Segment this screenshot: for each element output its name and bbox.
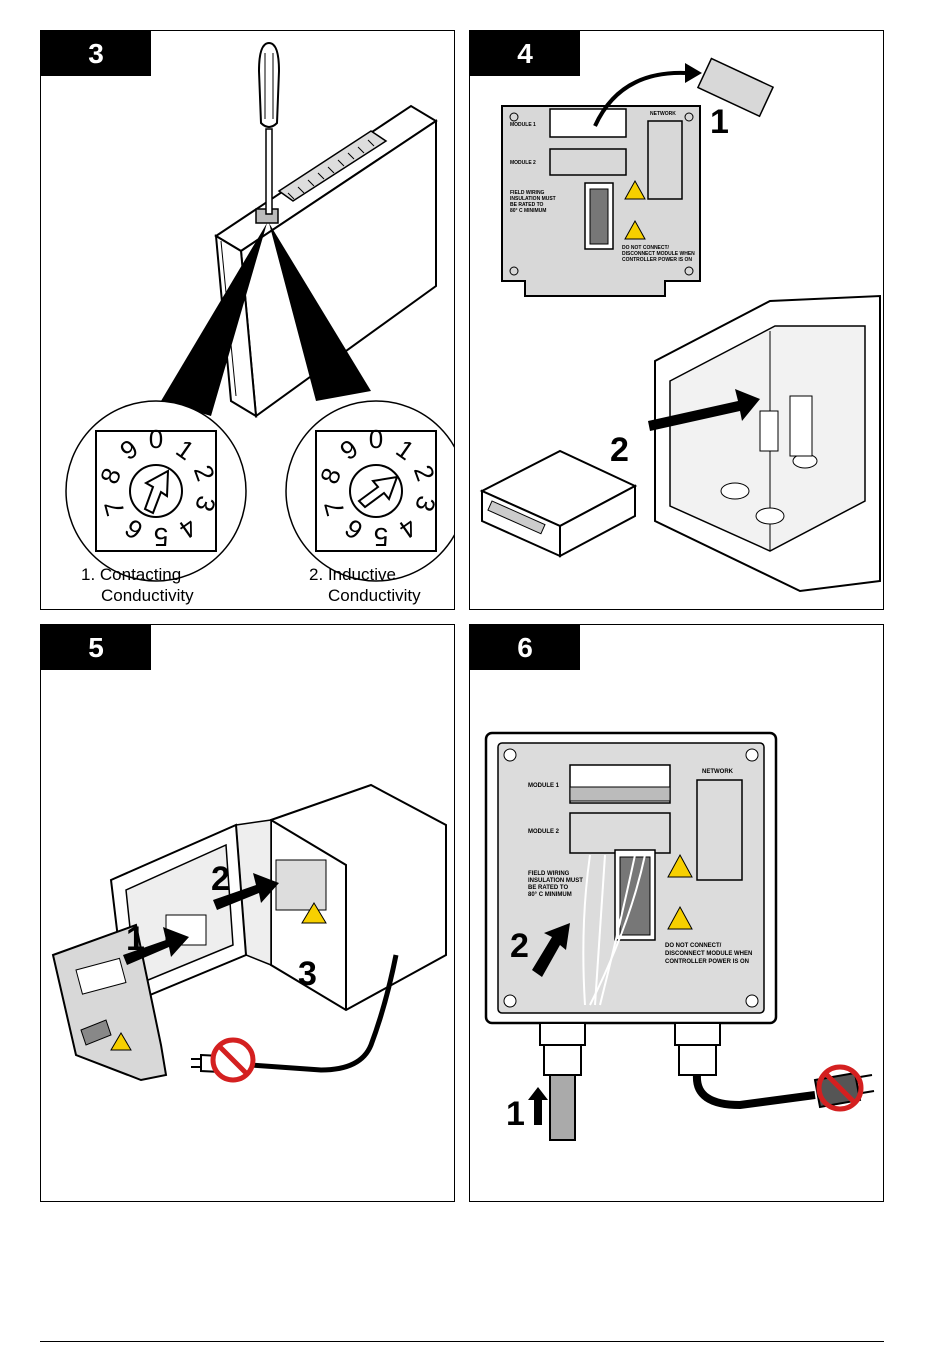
- footer-rule: [40, 1341, 884, 1342]
- field-wiring-note: FIELD WIRING: [528, 871, 570, 877]
- dial-digit: 0: [369, 424, 383, 454]
- field-wiring-note: BE RATED TO: [528, 885, 568, 891]
- no-power-plug-icon: [210, 1037, 256, 1083]
- callout-2: 2: [211, 860, 230, 898]
- module1-label: MODULE 1: [510, 122, 536, 128]
- module2-label: MODULE 2: [510, 160, 536, 166]
- caution-warning-icon: [624, 219, 646, 240]
- conductivity-module: [479, 449, 638, 558]
- dial-digit: 5: [374, 522, 388, 552]
- step-3-panel: 3: [40, 30, 455, 610]
- step-6-number: 6: [470, 625, 580, 670]
- step-5-number: 5: [41, 625, 151, 670]
- module-cover-plate: MODULE 1 MODULE 2 NETWORK FIELD WIRING I…: [501, 105, 701, 297]
- caption-line: 1. Contacting: [81, 565, 182, 584]
- warning-note: DISCONNECT MODULE WHEN: [665, 951, 752, 957]
- step-6-illustration: MODULE 1 MODULE 2 NETWORK FIELD WIRING I…: [484, 731, 875, 1141]
- step-5-illustration: 1 2 3: [51, 783, 447, 1083]
- warning-note: CONTROLLER POWER IS ON: [622, 257, 692, 263]
- controller-enclosure: [654, 294, 881, 593]
- high-voltage-warning-icon: [667, 853, 693, 878]
- caption-line: 2. Inductive: [309, 565, 396, 584]
- no-power-plug-icon: [816, 1064, 864, 1112]
- step-3-number: 3: [41, 31, 151, 76]
- rotary-switch-contacting: 0 1 2 3 4 5 6 7 8 9: [65, 400, 247, 582]
- module-panel: MODULE 1 MODULE 2 NETWORK FIELD WIRING I…: [484, 731, 778, 1025]
- warning-note: DO NOT CONNECT/: [622, 245, 670, 251]
- callout-1: 1: [126, 920, 145, 958]
- module-cover-plate: [51, 923, 168, 1082]
- dial-digit: 5: [154, 522, 168, 552]
- warning-note: DISCONNECT MODULE WHEN: [622, 251, 695, 257]
- warning-note: CONTROLLER POWER IS ON: [665, 959, 749, 965]
- field-wiring-note: 80° C MINIMUM: [528, 892, 572, 898]
- step-4-number: 4: [470, 31, 580, 76]
- field-wiring-note: FIELD WIRING: [510, 190, 545, 196]
- field-wiring-note: BE RATED TO: [510, 202, 544, 208]
- step-3-illustration: 0 1 2 3 4 5 6 7 8 9 0 1 2 3 4: [65, 41, 454, 582]
- caption-contacting: 1. Contacting Conductivity: [81, 564, 194, 606]
- field-wiring-note: 80° C MINIMUM: [510, 208, 546, 214]
- module1-label: MODULE 1: [528, 783, 560, 789]
- rotary-switch-inductive: 0 1 2 3 4 5 6 7 8 9: [285, 400, 454, 582]
- callout-3: 3: [298, 955, 317, 993]
- callout-2: 2: [610, 431, 629, 469]
- caption-inductive: 2. Inductive Conductivity: [309, 564, 421, 606]
- dial-digit: 0: [149, 424, 163, 454]
- warning-note: DO NOT CONNECT/: [665, 943, 722, 949]
- caution-warning-icon: [667, 905, 693, 930]
- step-4-illustration: MODULE 1 MODULE 2 NETWORK FIELD WIRING I…: [479, 57, 881, 593]
- network-label: NETWORK: [650, 111, 676, 117]
- controller-enclosure: [235, 783, 447, 1012]
- blank-plate: [696, 57, 775, 118]
- step-4-panel: 4 MODULE 1 MODULE 2 NETWORK FIELD WIRING…: [469, 30, 884, 610]
- step-6-panel: 6 MODULE 1 MODULE 2 NETWORK FIELD WIRING…: [469, 624, 884, 1202]
- high-voltage-warning-icon: [624, 179, 646, 200]
- network-label: NETWORK: [702, 769, 734, 775]
- caption-line: Conductivity: [101, 586, 194, 605]
- module2-label: MODULE 2: [528, 829, 560, 835]
- screwdriver-icon: [257, 41, 281, 215]
- field-wiring-note: INSULATION MUST: [510, 196, 556, 202]
- step-5-panel: 5 1 2 3: [40, 624, 455, 1202]
- callout-2: 2: [510, 927, 529, 965]
- callout-1: 1: [506, 1095, 525, 1133]
- cable-gland-right: [674, 1022, 721, 1076]
- callout-1: 1: [710, 103, 729, 141]
- caption-line: Conductivity: [328, 586, 421, 605]
- field-wiring-note: INSULATION MUST: [528, 878, 583, 884]
- cable-gland-left: [539, 1022, 586, 1141]
